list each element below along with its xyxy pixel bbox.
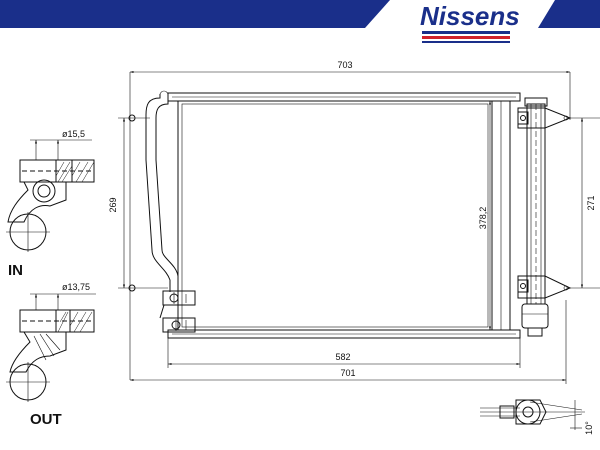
out-label: OUT — [30, 411, 62, 428]
in-label: IN — [8, 262, 23, 279]
out-diameter-label: ø13,75 — [62, 282, 90, 292]
dimension-right-height: 271 — [566, 117, 600, 289]
dimension-left-height: 269 — [108, 114, 168, 292]
left-fittings — [159, 290, 196, 333]
in-diameter-label: ø15,5 — [62, 129, 85, 139]
dim-bottom-width-label: 701 — [340, 368, 355, 378]
nissens-logo: Nissens — [420, 1, 520, 43]
dim-core-width-label: 582 — [335, 352, 350, 362]
header-banner-right — [538, 0, 600, 28]
left-pipe — [145, 90, 179, 292]
dim-top-width-label: 703 — [337, 60, 352, 70]
logo-text: Nissens — [420, 1, 520, 31]
bracket-angle-detail: 10° — [480, 399, 594, 435]
receiver-dryer — [517, 97, 572, 337]
condenser-core — [167, 92, 521, 339]
dim-right-height-label: 271 — [586, 195, 596, 210]
in-fitting-detail: ø15,5 IN — [6, 129, 95, 279]
dim-core-height-label: 378,2 — [478, 207, 488, 230]
out-fitting-detail: ø13,75 OUT — [6, 282, 96, 428]
angle-label: 10° — [584, 421, 594, 435]
dimension-top-width: 703 — [129, 60, 571, 380]
dimension-core-width: 582 — [167, 338, 521, 368]
dimension-core-height: 378,2 — [478, 101, 492, 330]
dim-left-height-label: 269 — [108, 197, 118, 212]
header-banner-left — [0, 0, 390, 28]
dimension-bottom-width: 701 — [130, 300, 567, 384]
